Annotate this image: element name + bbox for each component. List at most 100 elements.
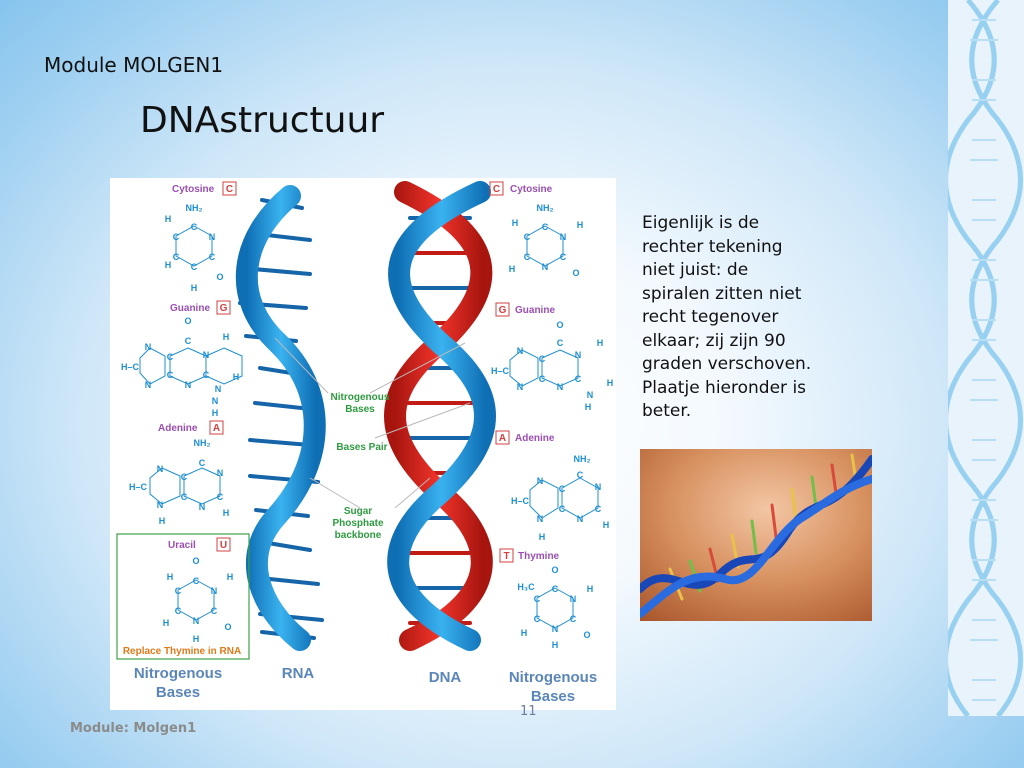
left-uracil-letter: U bbox=[220, 540, 227, 551]
uracil-structure-icon bbox=[177, 579, 215, 621]
svg-text:H: H bbox=[193, 634, 200, 644]
svg-text:C: C bbox=[167, 370, 174, 380]
svg-text:H: H bbox=[167, 572, 174, 582]
svg-text:H–C: H–C bbox=[121, 362, 140, 372]
svg-text:C: C bbox=[524, 232, 531, 242]
svg-text:C: C bbox=[552, 584, 559, 594]
svg-text:H–C: H–C bbox=[511, 496, 530, 506]
annotation-lines bbox=[274, 337, 471, 509]
svg-text:C: C bbox=[181, 472, 188, 482]
svg-text:O: O bbox=[556, 320, 563, 330]
svg-text:N: N bbox=[209, 232, 216, 242]
dna-photo bbox=[640, 449, 872, 621]
right-adenine-structure-icon bbox=[529, 477, 599, 519]
annotation-backbone-line1: Sugar bbox=[344, 506, 372, 517]
svg-text:C: C bbox=[191, 262, 198, 272]
svg-text:H: H bbox=[165, 214, 172, 224]
svg-text:C: C bbox=[217, 492, 224, 502]
left-guanine-label: Guanine bbox=[170, 303, 210, 314]
slide-title: DNAstructuur bbox=[140, 100, 385, 141]
svg-text:C: C bbox=[193, 576, 200, 586]
svg-text:C: C bbox=[175, 606, 182, 616]
svg-text:O: O bbox=[184, 316, 191, 326]
left-guanine-letter: G bbox=[220, 303, 228, 314]
svg-text:C: C bbox=[577, 470, 584, 480]
bottom-right-bases-line1: Nitrogenous bbox=[509, 669, 597, 686]
right-thymine-label: Thymine bbox=[518, 551, 560, 562]
uracil-note: Replace Thymine in RNA bbox=[123, 646, 241, 657]
svg-text:N: N bbox=[595, 482, 602, 492]
uracil-box bbox=[116, 533, 250, 660]
right-cytosine-structure-icon bbox=[526, 225, 564, 267]
svg-text:N: N bbox=[211, 586, 218, 596]
svg-text:N: N bbox=[215, 384, 222, 394]
svg-text:N: N bbox=[537, 476, 544, 486]
left-cytosine-letter: C bbox=[226, 184, 233, 195]
footer-text: Module: Molgen1 bbox=[70, 721, 197, 736]
svg-text:N: N bbox=[517, 382, 524, 392]
svg-text:N: N bbox=[145, 342, 152, 352]
svg-text:C: C bbox=[211, 606, 218, 616]
svg-text:NH₂: NH₂ bbox=[574, 454, 591, 464]
adenine-structure-icon bbox=[149, 467, 221, 505]
right-thymine-letter: T bbox=[503, 551, 509, 562]
svg-text:C: C bbox=[559, 484, 566, 494]
right-guanine-letter: G bbox=[499, 305, 507, 316]
svg-text:H–C: H–C bbox=[129, 482, 148, 492]
bottom-rna-label: RNA bbox=[282, 665, 315, 682]
svg-text:C: C bbox=[559, 504, 566, 514]
svg-text:H: H bbox=[597, 338, 604, 348]
svg-text:N: N bbox=[203, 350, 210, 360]
svg-text:NH₂: NH₂ bbox=[186, 203, 203, 213]
annotation-bases-pair: Bases Pair bbox=[336, 442, 387, 453]
svg-text:O: O bbox=[224, 622, 231, 632]
annotation-backbone-line3: backbone bbox=[335, 530, 382, 541]
svg-text:N: N bbox=[217, 468, 224, 478]
svg-text:C: C bbox=[173, 252, 180, 262]
svg-text:H: H bbox=[163, 618, 170, 628]
rna-strand bbox=[235, 185, 326, 651]
dna-strand-red bbox=[384, 181, 493, 651]
svg-text:H: H bbox=[521, 628, 528, 638]
guanine-structure-icon bbox=[139, 347, 243, 385]
svg-text:H: H bbox=[191, 283, 198, 293]
svg-text:H: H bbox=[603, 520, 610, 530]
svg-text:C: C bbox=[542, 222, 549, 232]
svg-text:NH₂: NH₂ bbox=[537, 203, 554, 213]
svg-text:N: N bbox=[542, 262, 549, 272]
left-cytosine-label: Cytosine bbox=[172, 184, 215, 195]
right-cytosine-letter: C bbox=[493, 184, 500, 195]
svg-text:H: H bbox=[585, 402, 592, 412]
svg-text:C: C bbox=[167, 352, 174, 362]
svg-text:C: C bbox=[199, 458, 206, 468]
annotation-nitrogenous-line2: Bases bbox=[345, 404, 375, 415]
svg-text:N: N bbox=[560, 232, 567, 242]
header-title: Module MOLGEN1 bbox=[44, 53, 224, 77]
svg-text:H: H bbox=[223, 508, 230, 518]
svg-text:N: N bbox=[199, 502, 206, 512]
bottom-left-bases-line2: Bases bbox=[156, 684, 200, 701]
svg-text:N: N bbox=[185, 380, 192, 390]
svg-text:C: C bbox=[575, 374, 582, 384]
svg-text:C: C bbox=[173, 232, 180, 242]
svg-text:N: N bbox=[570, 594, 577, 604]
svg-text:C: C bbox=[534, 614, 541, 624]
svg-text:O: O bbox=[551, 565, 558, 575]
svg-text:N: N bbox=[587, 390, 594, 400]
svg-text:H: H bbox=[607, 378, 614, 388]
decorative-dna-border bbox=[948, 0, 1024, 716]
svg-text:H: H bbox=[227, 572, 234, 582]
left-uracil-label: Uracil bbox=[168, 540, 196, 551]
svg-text:N: N bbox=[537, 514, 544, 524]
left-adenine-label: Adenine bbox=[158, 423, 198, 434]
svg-text:C: C bbox=[524, 252, 531, 262]
svg-text:H: H bbox=[512, 218, 519, 228]
svg-text:O: O bbox=[216, 272, 223, 282]
dna-rungs bbox=[404, 216, 476, 625]
svg-text:C: C bbox=[209, 252, 216, 262]
bottom-left-bases-line1: Nitrogenous bbox=[134, 665, 222, 682]
svg-text:C: C bbox=[191, 222, 198, 232]
svg-text:N: N bbox=[575, 350, 582, 360]
left-adenine-letter: A bbox=[213, 423, 220, 434]
svg-text:H: H bbox=[212, 408, 219, 418]
